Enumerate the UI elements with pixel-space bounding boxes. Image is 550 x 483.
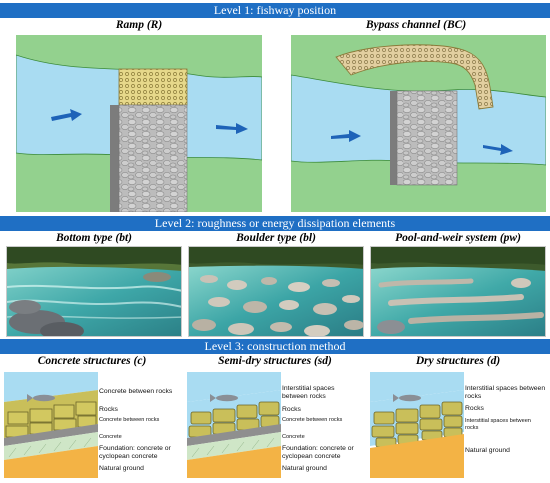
flow-arrow-icon: [331, 130, 361, 142]
fish-icon: [210, 394, 238, 402]
semidry-label-0: Interstitial spaces between rocks: [282, 385, 335, 400]
pool-weir-caption: Pool-and-weir system (pw): [395, 232, 521, 244]
dry-caption: Dry structures (d): [415, 355, 501, 367]
flow-arrow-icon: [51, 109, 82, 121]
concrete-label-3: Concrete: [99, 434, 122, 440]
bottom-type-caption: Bottom type (bt): [55, 232, 132, 244]
ramp-diagram: [16, 35, 262, 212]
concrete-label-1: Rocks: [99, 406, 118, 413]
fish-icon: [393, 394, 421, 402]
semidry-label-4: Foundation: concrete or cyclopean concre…: [282, 445, 354, 460]
concrete-caption: Concrete structures (c): [37, 355, 147, 367]
semidry-label-3: Concrete: [282, 434, 305, 440]
semidry-label-1: Rocks: [282, 406, 301, 413]
boulder-type-photo: [188, 246, 364, 337]
level3-banner: Level 3: construction method: [0, 339, 550, 354]
level1-banner: Level 1: fishway position: [0, 3, 550, 18]
level2-banner: Level 2: roughness or energy dissipation…: [0, 216, 550, 231]
fish-icon: [27, 394, 55, 402]
dry-label-3: Natural ground: [465, 447, 510, 454]
semidry-section-diagram: [187, 372, 281, 478]
bottom-type-photo: [6, 246, 182, 337]
concrete-section-diagram: [4, 372, 98, 478]
concrete-label-0: Concrete between rocks: [99, 388, 173, 395]
dry-section-diagram: [370, 372, 464, 478]
ramp-caption: Ramp (R): [115, 19, 163, 31]
dry-label-1: Rocks: [465, 405, 484, 412]
semidry-caption: Semi-dry structures (sd): [218, 355, 332, 367]
flow-arrow-icon: [483, 144, 513, 155]
semidry-label-2: Concrete between rocks: [282, 417, 343, 423]
boulder-type-caption: Boulder type (bl): [236, 232, 316, 244]
bypass-caption: Bypass channel (BC): [365, 19, 467, 31]
dry-label-0: Interstitial spaces between rocks: [465, 385, 546, 400]
semidry-label-5: Natural ground: [282, 465, 327, 472]
dry-label-2: Interstitial spaces between rocks: [465, 418, 531, 431]
flow-arrow-icon: [216, 123, 248, 134]
pool-weir-photo: [370, 246, 546, 337]
bypass-diagram: [291, 35, 546, 212]
concrete-label-5: Natural ground: [99, 465, 144, 472]
concrete-label-2: Concrete between rocks: [99, 417, 160, 423]
concrete-label-4: Foundation: concrete or cyclopean concre…: [99, 445, 171, 460]
